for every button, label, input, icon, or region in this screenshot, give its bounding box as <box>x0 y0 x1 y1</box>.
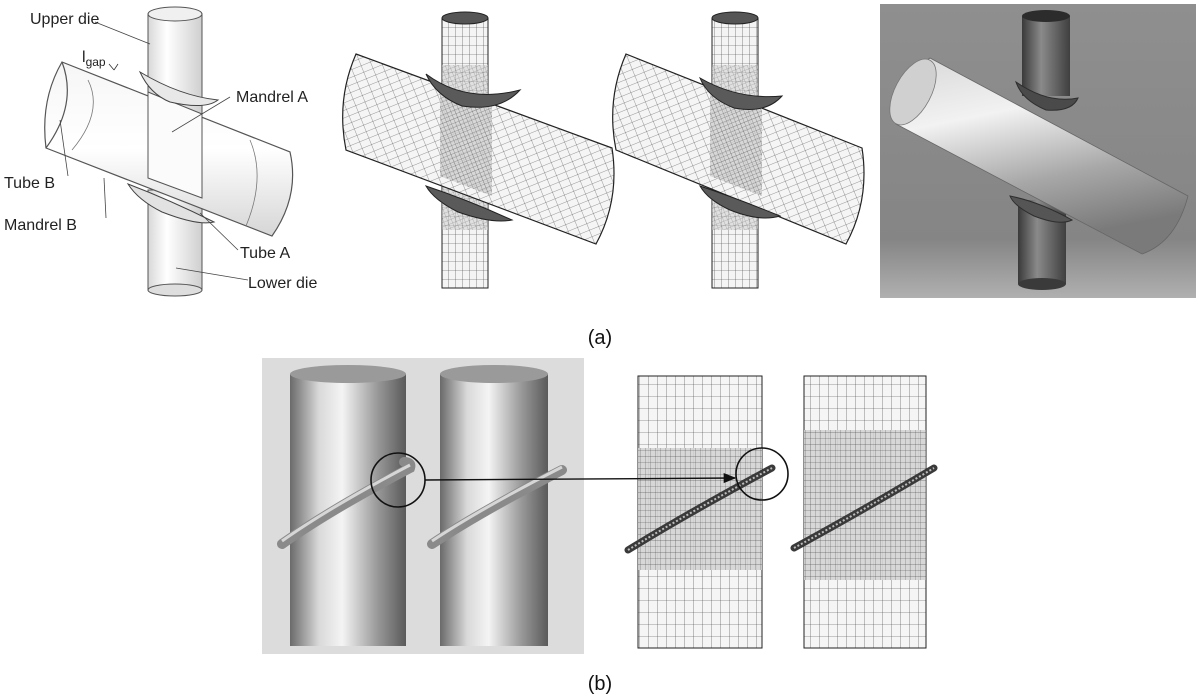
photo-b-left-tube-top <box>290 365 406 383</box>
photo-helical-flanges <box>262 358 584 654</box>
mesh2-fine-region <box>710 86 762 196</box>
mesh-vertical-top <box>441 11 489 25</box>
leader-tube-b <box>59 119 69 177</box>
label-gap-main: l <box>82 49 86 66</box>
label-gap-sub: gap <box>86 55 106 69</box>
fe-mesh-initial <box>342 11 615 289</box>
label-tube-b: Tube B <box>4 175 55 192</box>
caption-b: (b) <box>588 673 612 695</box>
label-lower-die: Lower die <box>248 275 317 292</box>
mandrel-b-edge <box>245 139 258 227</box>
upper-die-top <box>147 6 203 22</box>
leader-upper-die <box>94 21 151 45</box>
photo-upper-weld <box>1015 80 1079 111</box>
mesh2-lower-flange <box>698 185 782 219</box>
schematic-diagram: Upper die lgap Mandrel A Tube B Mandrel … <box>4 6 317 297</box>
lower-die-bottom <box>147 283 203 297</box>
fe-mesh-deformed <box>612 11 865 289</box>
tube-a-lower-flange <box>126 183 216 224</box>
label-upper-die: Upper die <box>30 11 99 28</box>
leader-mandrel-b <box>103 177 107 219</box>
label-gap: lgap <box>82 49 106 69</box>
photo-b-right-helix-highlight <box>431 465 563 543</box>
mesh-lower-flange <box>424 185 514 222</box>
label-mandrel-a: Mandrel A <box>236 89 308 106</box>
gap-dimension <box>108 63 119 71</box>
photo-joined-tubes <box>880 4 1196 298</box>
mandrel-a <box>147 91 203 199</box>
mesh-b2-flange-inner <box>793 467 935 549</box>
mesh-upper-flange <box>425 73 522 108</box>
photo-vertical-tube-top <box>1022 10 1070 22</box>
photo-vertical-tube-bottom <box>1018 278 1066 290</box>
detail-arrow <box>424 473 737 484</box>
fe-mesh-helical-2 <box>790 375 938 649</box>
mesh2-upper-flange <box>698 76 784 110</box>
photo-lower-weld <box>1009 195 1074 223</box>
tube-b-end-left <box>45 61 68 149</box>
leader-mandrel-a <box>171 96 231 133</box>
fe-mesh-helical-1 <box>624 375 789 649</box>
tube-b-inner-edge <box>71 79 94 151</box>
label-tube-a: Tube A <box>240 245 290 262</box>
leader-tube-a <box>199 212 239 251</box>
photo-b-left-helix-highlight <box>281 463 411 543</box>
photo-tube-end <box>889 58 937 126</box>
photo-vertical-tube-upper <box>1022 16 1070 96</box>
leader-lower-die <box>175 267 249 281</box>
caption-a: (a) <box>588 327 612 349</box>
mesh2-vertical-top <box>711 11 759 25</box>
photo-b-left-helix <box>277 457 416 549</box>
tube-a-upper-flange <box>138 70 220 106</box>
mesh-fine-region <box>440 86 492 196</box>
photo-b-right-tube-top <box>440 365 548 383</box>
label-mandrel-b: Mandrel B <box>4 217 77 234</box>
photo-b-left-tube <box>290 374 406 646</box>
mesh-b1-flange-inner <box>627 467 773 551</box>
